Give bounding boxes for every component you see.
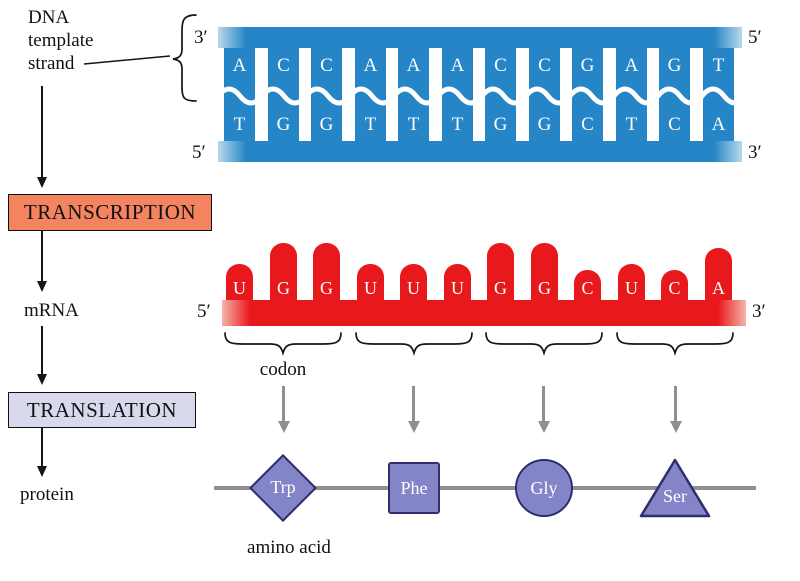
dna-top-base: A xyxy=(363,55,378,76)
dna-top-base: A xyxy=(232,55,247,76)
mrna-left-end-label: 5′ xyxy=(197,301,211,322)
translation-label: TRANSLATION xyxy=(26,397,178,422)
dna-base-pair: T A xyxy=(703,48,734,141)
dna-bottom-base: G xyxy=(537,114,552,135)
codon-brace-3 xyxy=(485,332,603,356)
dna-top-base: A xyxy=(406,55,421,76)
mrna-base: U xyxy=(226,264,253,300)
amino-acid-gly-label: Gly xyxy=(530,477,558,498)
codon-brace-4 xyxy=(616,332,734,356)
dna-bottom-base: G xyxy=(276,114,291,135)
dna-bottom-base: G xyxy=(319,114,334,135)
amino-acid-ser-triangle xyxy=(639,458,711,518)
dna-base-pair: A T xyxy=(442,48,473,141)
down-arrow-translation-to-protein xyxy=(41,428,43,472)
dna-label-line2: template xyxy=(28,30,94,51)
mrna-base-letter: G xyxy=(320,278,333,298)
amino-acid-ser-label: Ser xyxy=(663,486,687,506)
template-strand-brace xyxy=(172,14,197,102)
codon-brace-2 xyxy=(355,332,473,356)
down-arrow-dna-to-transcription xyxy=(41,86,43,183)
amino-acid-gly-circle: Gly xyxy=(515,459,573,517)
dna-bottom-base: G xyxy=(493,114,508,135)
codon-brace-1 xyxy=(224,332,342,356)
codon-arrow-4 xyxy=(674,386,677,428)
translation-box: TRANSLATION xyxy=(8,392,196,428)
dna-top-base: A xyxy=(624,55,639,76)
dna-label-line3: strand xyxy=(28,53,75,74)
label-pointer-line xyxy=(84,55,170,65)
mrna-base-letter: C xyxy=(581,278,594,298)
mrna-base: G xyxy=(270,243,297,300)
mrna-base-letter: G xyxy=(277,278,290,298)
mrna-base-letter: U xyxy=(233,278,246,298)
amino-acid-label: amino acid xyxy=(247,537,331,558)
dna-base-pair: G C xyxy=(659,48,690,141)
mrna-right-end-label: 3′ xyxy=(752,301,766,322)
dna-top-base: C xyxy=(538,55,551,76)
codon-arrow-2 xyxy=(412,386,415,428)
mrna-base-letter: G xyxy=(538,278,551,298)
mrna-base: U xyxy=(618,264,645,300)
mrna-label: mRNA xyxy=(24,300,79,321)
dna-top-base: G xyxy=(580,55,595,76)
dna-top-base: C xyxy=(320,55,333,76)
dna-label-line1: DNA xyxy=(28,7,70,28)
amino-acid-phe-label: Phe xyxy=(400,477,428,498)
mrna-base: U xyxy=(400,264,427,300)
dna-bottom-base: T xyxy=(407,114,420,135)
dna-top-backbone xyxy=(218,27,742,48)
mrna-backbone xyxy=(222,300,746,326)
dna-top-base: T xyxy=(712,55,725,76)
codon-label: codon xyxy=(259,359,307,380)
mrna-base: G xyxy=(313,243,340,300)
mrna-base-letter: C xyxy=(668,278,681,298)
dna-top-left-end-label: 3′ xyxy=(194,27,208,48)
peptide-chain-line xyxy=(214,486,756,490)
protein-label: protein xyxy=(20,484,74,505)
dna-bottom-left-end-label: 5′ xyxy=(192,142,206,163)
dna-bottom-base: T xyxy=(451,114,464,135)
dna-bottom-base: C xyxy=(668,114,681,135)
mrna-base-letter: U xyxy=(625,278,638,298)
mrna-base-letter: U xyxy=(364,278,377,298)
dna-bottom-base: A xyxy=(711,114,726,135)
dna-bottom-base: C xyxy=(581,114,594,135)
dna-bottom-base: T xyxy=(233,114,246,135)
transcription-label: TRANSCRIPTION xyxy=(23,200,197,224)
mrna-base-letter: U xyxy=(451,278,464,298)
mrna-base: G xyxy=(531,243,558,300)
codon-arrow-1 xyxy=(282,386,285,428)
codon-arrow-3 xyxy=(542,386,545,428)
mrna-base: C xyxy=(574,270,601,300)
amino-acid-phe-square: Phe xyxy=(388,462,440,514)
dna-bottom-backbone xyxy=(218,141,742,162)
dna-top-base: A xyxy=(450,55,465,76)
mrna-base-letter: U xyxy=(407,278,420,298)
down-arrow-mrna-to-translation xyxy=(41,326,43,380)
down-arrow-transcription-to-mrna xyxy=(41,231,43,287)
mrna-base: U xyxy=(357,264,384,300)
dna-bottom-right-end-label: 3′ xyxy=(748,142,762,163)
mrna-base: G xyxy=(487,243,514,300)
dna-top-base: C xyxy=(277,55,290,76)
dna-top-right-end-label: 5′ xyxy=(748,27,762,48)
dna-bottom-base: T xyxy=(364,114,377,135)
mrna-base: A xyxy=(705,248,732,300)
transcription-box: TRANSCRIPTION xyxy=(8,194,212,231)
dna-top-base: G xyxy=(667,55,682,76)
dna-top-base: C xyxy=(494,55,507,76)
mrna-base: C xyxy=(661,270,688,300)
mrna-base-letter: A xyxy=(712,278,725,298)
base-pair-bond-wave xyxy=(218,86,742,106)
mrna-base: U xyxy=(444,264,471,300)
mrna-base-letter: G xyxy=(494,278,507,298)
dna-template-strand-label: DNA template strand xyxy=(28,6,93,75)
dna-bottom-base: T xyxy=(625,114,638,135)
amino-acid-trp-label: Trp xyxy=(270,477,296,497)
